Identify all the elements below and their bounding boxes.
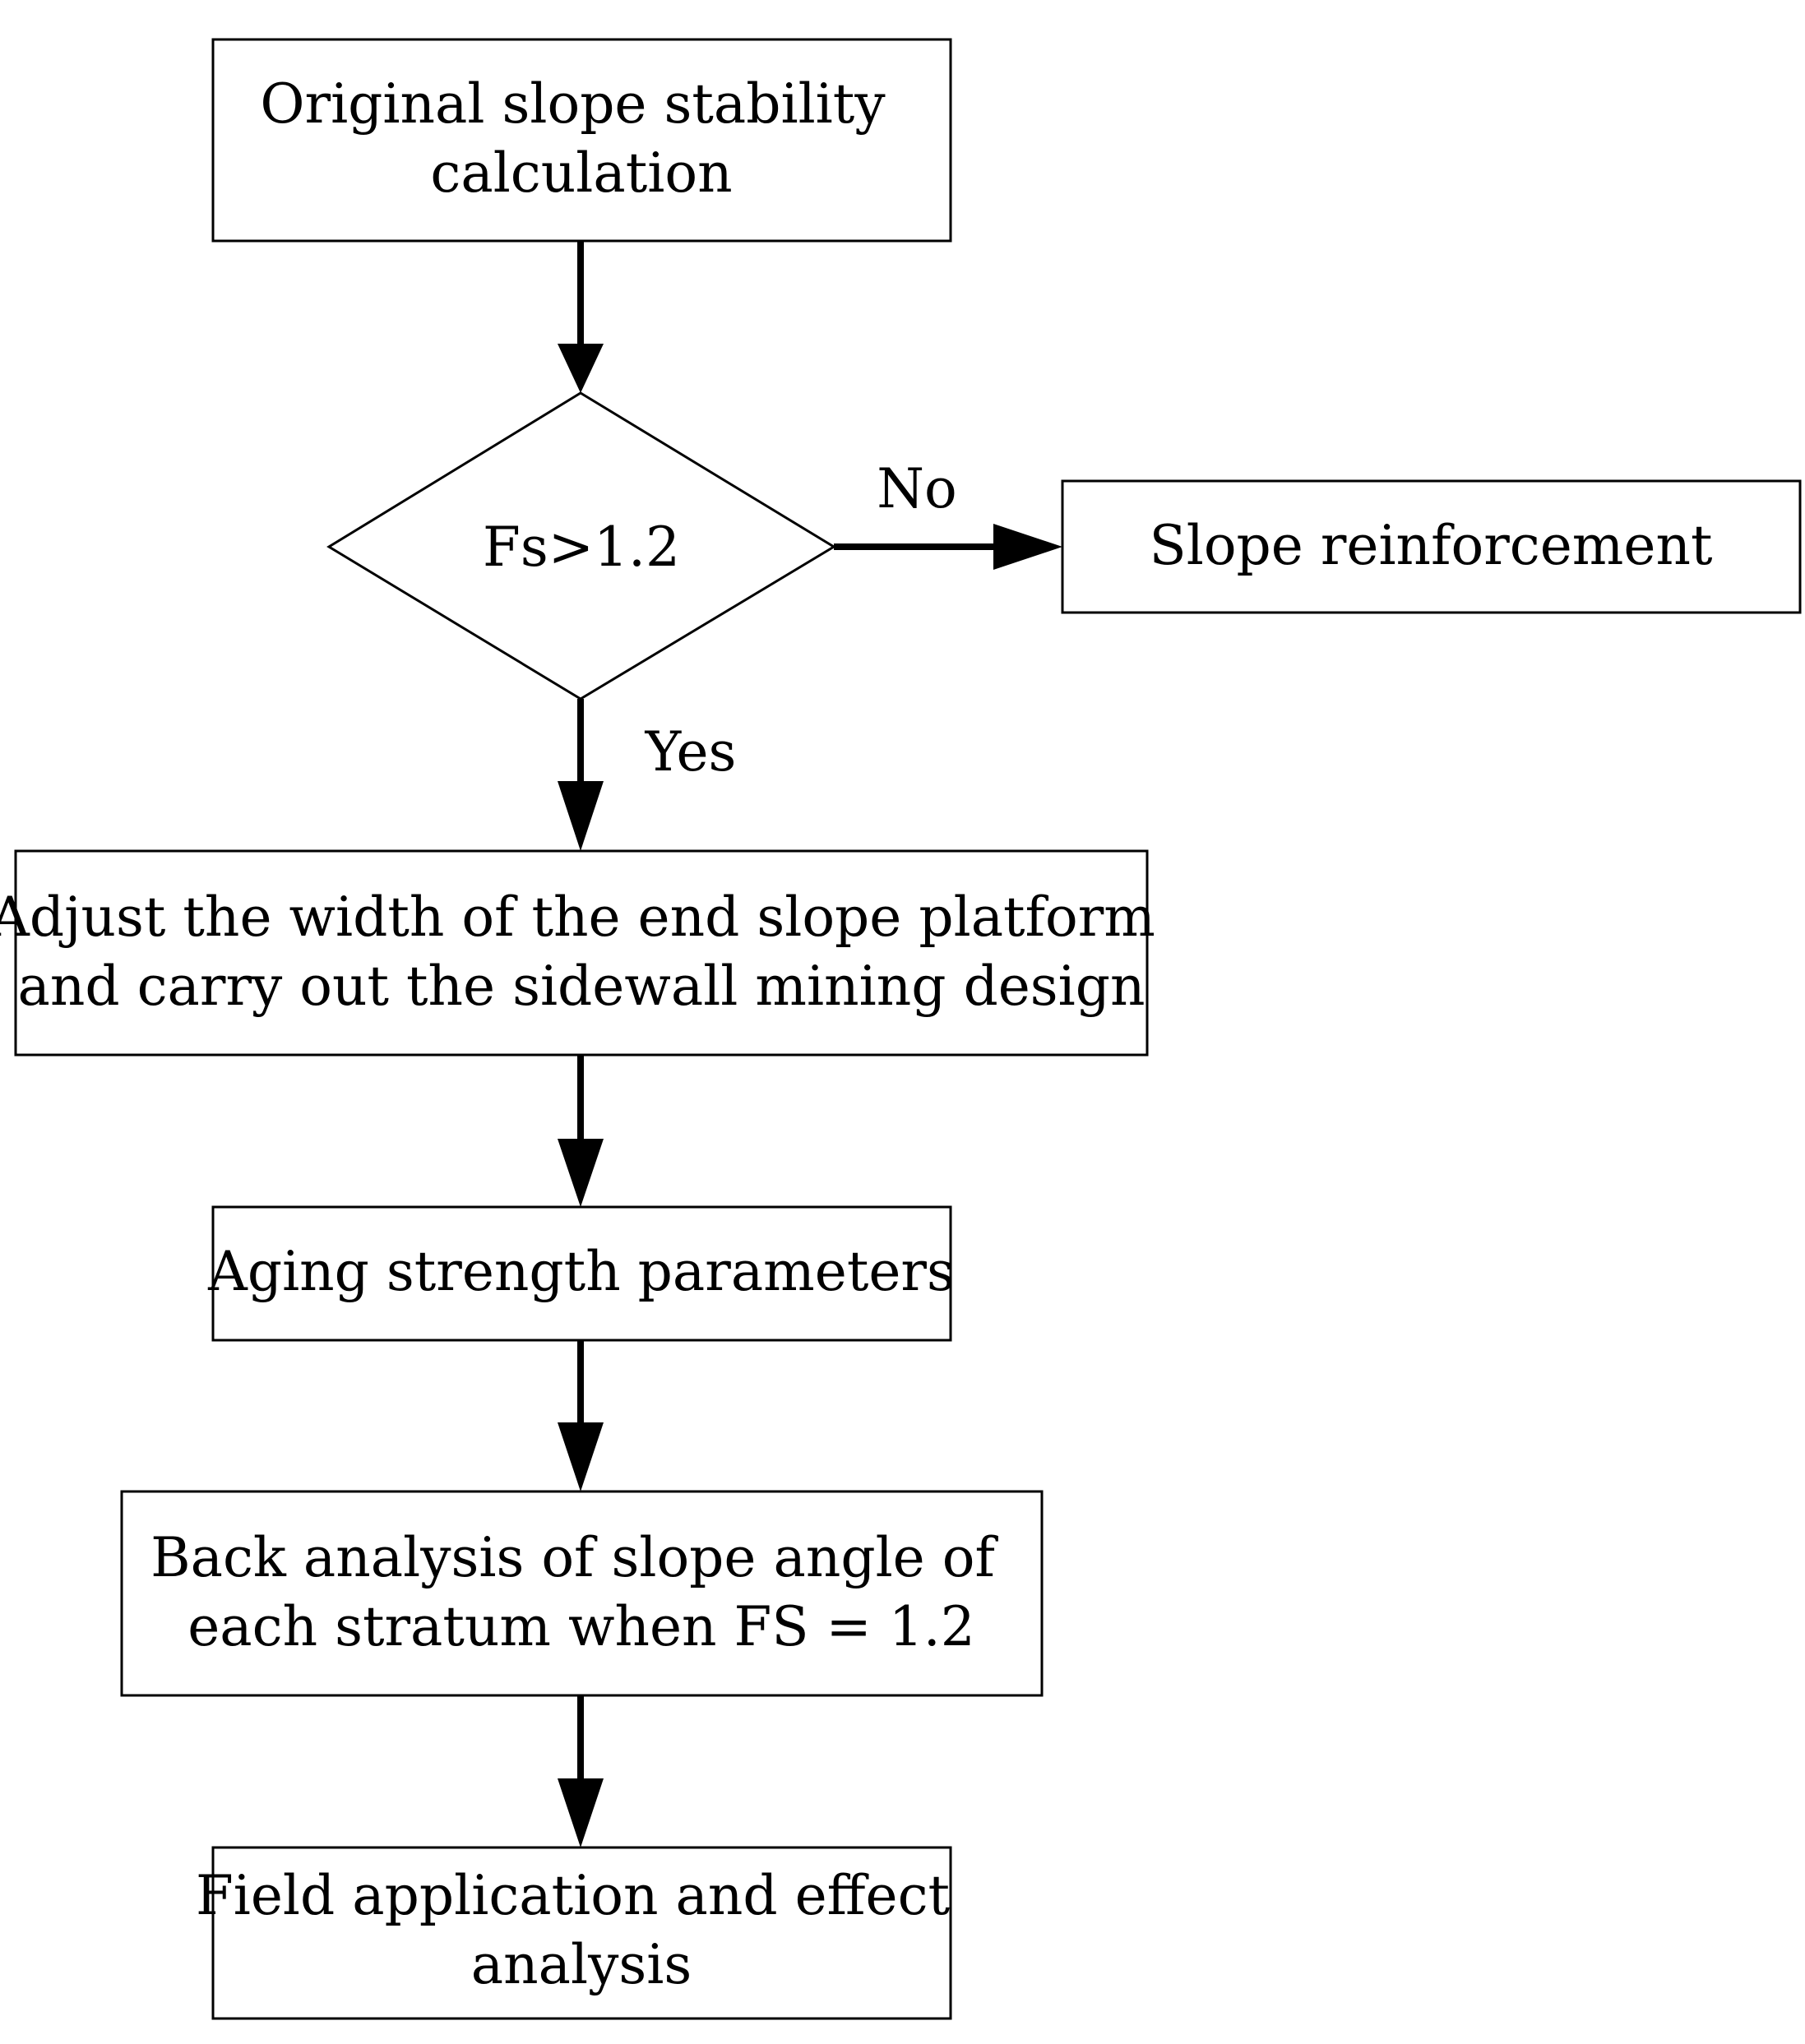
node-text-line: Back analysis of slope angle of bbox=[150, 1526, 998, 1589]
node-text-line: Aging strength parameters bbox=[207, 1240, 955, 1303]
edge-adjust-to-aging bbox=[558, 1055, 604, 1207]
svg-text:Field application and effect: Field application and effect analysis bbox=[196, 1864, 967, 1996]
svg-text:Fs>1.2: Fs>1.2 bbox=[483, 516, 680, 579]
svg-text:Back analysis of slope angle o: Back analysis of slope angle of each str… bbox=[150, 1526, 1012, 1658]
node-text-line: Slope reinforcement bbox=[1150, 514, 1713, 577]
node-text-line: Fs>1.2 bbox=[483, 516, 680, 579]
node-text-line: calculation bbox=[430, 141, 732, 205]
svg-text:Original slope stability: Original slope stability calculation bbox=[260, 72, 902, 205]
node-text-line: Adjust the width of the end slope platfo… bbox=[0, 886, 1155, 949]
node-field-application: Field application and effect analysis bbox=[196, 1846, 967, 2020]
node-adjust-width: Adjust the width of the end slope platfo… bbox=[0, 849, 1173, 1057]
arrow-head bbox=[558, 781, 604, 851]
edge-decision-to-reinforcement bbox=[834, 524, 1062, 570]
node-text-line: and carry out the sidewall mining design bbox=[18, 955, 1145, 1018]
edge-original-to-decision bbox=[558, 241, 604, 393]
node-text-line: each stratum when FS = 1.2 bbox=[187, 1595, 975, 1658]
node-text-line: analysis bbox=[471, 1933, 692, 1996]
edge-label-yes: Yes bbox=[645, 720, 737, 784]
arrow-head bbox=[558, 1139, 604, 1207]
svg-text:Aging strength parameters: Aging strength parameters bbox=[207, 1240, 955, 1303]
node-text-line: Original slope stability bbox=[260, 72, 886, 136]
arrow-head bbox=[558, 1422, 604, 1491]
arrow-head bbox=[558, 1778, 604, 1847]
edge-label-no: No bbox=[877, 457, 957, 520]
edge-aging-to-back-analysis bbox=[558, 1340, 604, 1491]
edge-decision-to-adjust bbox=[558, 699, 604, 851]
node-slope-reinforcement: Slope reinforcement bbox=[1061, 479, 1802, 614]
arrow-head bbox=[558, 344, 604, 393]
node-original-slope-stability: Original slope stability calculation bbox=[211, 38, 952, 243]
arrow-head bbox=[993, 524, 1062, 570]
svg-text:Adjust the width of the end sl: Adjust the width of the end slope platfo… bbox=[0, 886, 1173, 1018]
edge-back-analysis-to-field bbox=[558, 1695, 604, 1847]
node-back-analysis: Back analysis of slope angle of each str… bbox=[120, 1490, 1044, 1697]
node-text-line: Field application and effect bbox=[196, 1864, 950, 1927]
svg-text:Slope reinforcement: Slope reinforcement bbox=[1150, 514, 1713, 577]
node-decision-fs: Fs>1.2 bbox=[326, 391, 836, 701]
node-aging-strength: Aging strength parameters bbox=[207, 1205, 955, 1342]
